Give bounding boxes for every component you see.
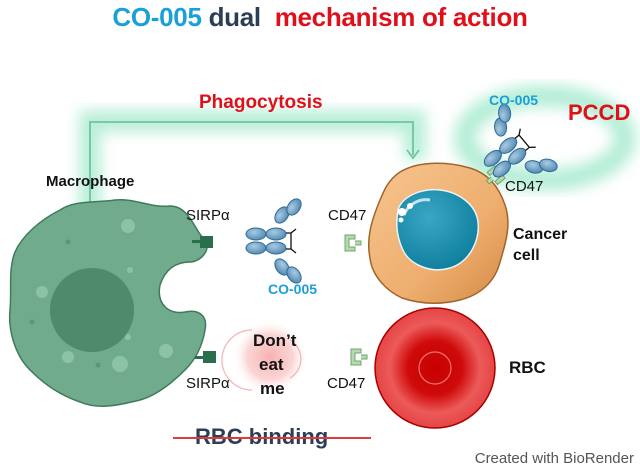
dont-eat-me-glow	[221, 319, 308, 395]
dont-eat-me-line2: eat	[259, 355, 284, 374]
sirpa-receptor-icon	[192, 236, 213, 248]
rbc-binding-label: RBC binding	[195, 424, 329, 449]
cd47-receptor-icon	[350, 348, 368, 366]
cd47-receptor-icon	[344, 234, 362, 252]
cd47-mid-label: CD47	[328, 207, 367, 224]
title-drug-name: CO-005	[112, 2, 202, 32]
cancer-cell-icon	[367, 162, 509, 304]
red-blood-cell-icon	[374, 307, 496, 429]
dont-eat-me-line3: me	[260, 379, 285, 398]
cd47-top-label: CD47	[505, 178, 544, 195]
antibody-icon	[245, 195, 305, 287]
macrophage-cell-icon	[8, 199, 208, 407]
title-dual: dual	[208, 2, 262, 32]
pccd-label: PCCD	[568, 100, 631, 125]
title-mechanism: mechanism of action	[274, 2, 528, 32]
sirpa-bottom-label: SIRPα	[186, 375, 230, 392]
strikethrough-line	[173, 437, 371, 439]
co005-mid-label: CO-005	[268, 281, 318, 297]
cancer-cell-label-line2: cell	[513, 247, 540, 264]
sirpa-receptor-icon	[195, 351, 216, 363]
rbc-label: RBC	[509, 358, 546, 377]
credit-text: Created with BioRender	[474, 450, 634, 467]
co005-top-label: CO-005	[489, 92, 539, 108]
sirpa-top-label: SIRPα	[186, 207, 230, 224]
macrophage-label: Macrophage	[46, 173, 135, 190]
phagocytosis-glow	[79, 85, 636, 215]
dont-eat-me-line1: Don’t	[253, 331, 297, 350]
cancer-cell-label-line1: Cancer	[513, 226, 568, 243]
page-title: CO-005 dual mechanism of action	[0, 2, 640, 33]
cd47-bottom-label: CD47	[327, 375, 366, 392]
phagocytosis-label: Phagocytosis	[199, 92, 323, 113]
phagocytosis-arrow	[89, 121, 420, 215]
